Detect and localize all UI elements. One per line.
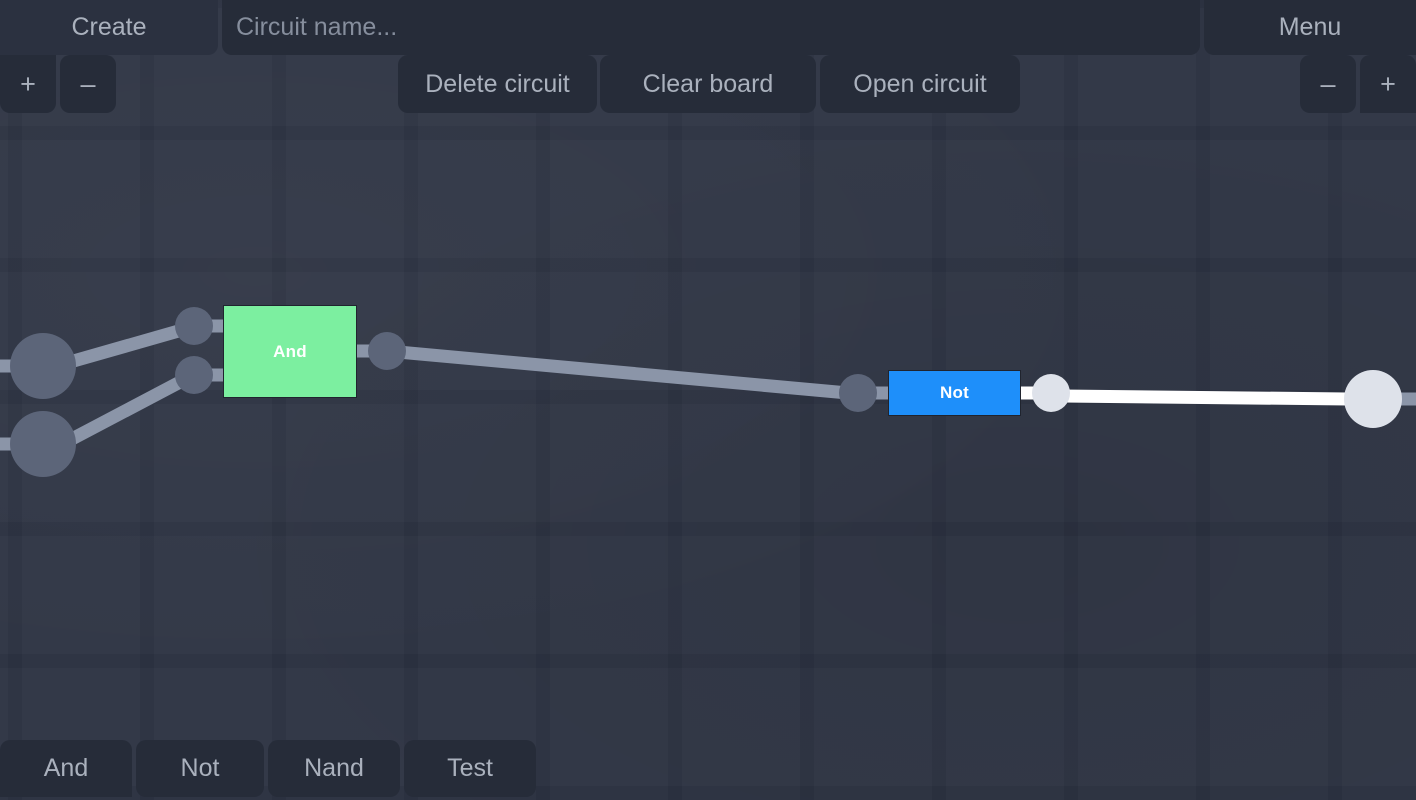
gate-palette-toolbar: And Not Nand Test [0,740,1416,797]
wire[interactable] [68,323,184,369]
circuit-node-not-out[interactable] [1032,374,1070,412]
top-toolbar: Create Menu [0,0,1416,55]
circuit-node-and-out[interactable] [368,332,406,370]
palette-item-not[interactable]: Not [136,740,264,797]
zoom-in-icon-left[interactable]: + [0,55,56,113]
palette-item-nand[interactable]: Nand [268,740,400,797]
open-circuit-button[interactable]: Open circuit [820,55,1020,113]
delete-circuit-button[interactable]: Delete circuit [398,55,597,113]
palette-item-and[interactable]: And [0,740,132,797]
secondary-toolbar: + – Delete circuit Clear board Open circ… [0,55,1416,113]
zoom-out-icon-right[interactable]: – [1300,55,1356,113]
palette-item-test[interactable]: Test [404,740,536,797]
circuit-node-out-lamp[interactable] [1344,370,1402,428]
zoom-in-icon-right[interactable]: + [1360,55,1416,113]
circuit-node-in-b[interactable] [10,411,76,477]
create-button[interactable]: Create [0,0,218,55]
gate-not-1[interactable]: Not [888,370,1021,416]
circuit-node-not-in[interactable] [839,374,877,412]
circuit-node-and-in-1[interactable] [175,307,213,345]
zoom-out-icon-left[interactable]: – [60,55,116,113]
circuit-node-and-in-2[interactable] [175,356,213,394]
circuit-node-in-a[interactable] [10,333,76,399]
clear-board-button[interactable]: Clear board [600,55,816,113]
wire[interactable] [1061,389,1349,406]
gate-and-1[interactable]: And [223,305,357,398]
circuit-name-input[interactable] [222,0,1200,55]
menu-button[interactable]: Menu [1204,0,1416,55]
wire[interactable] [397,345,849,400]
wire[interactable] [66,375,186,446]
